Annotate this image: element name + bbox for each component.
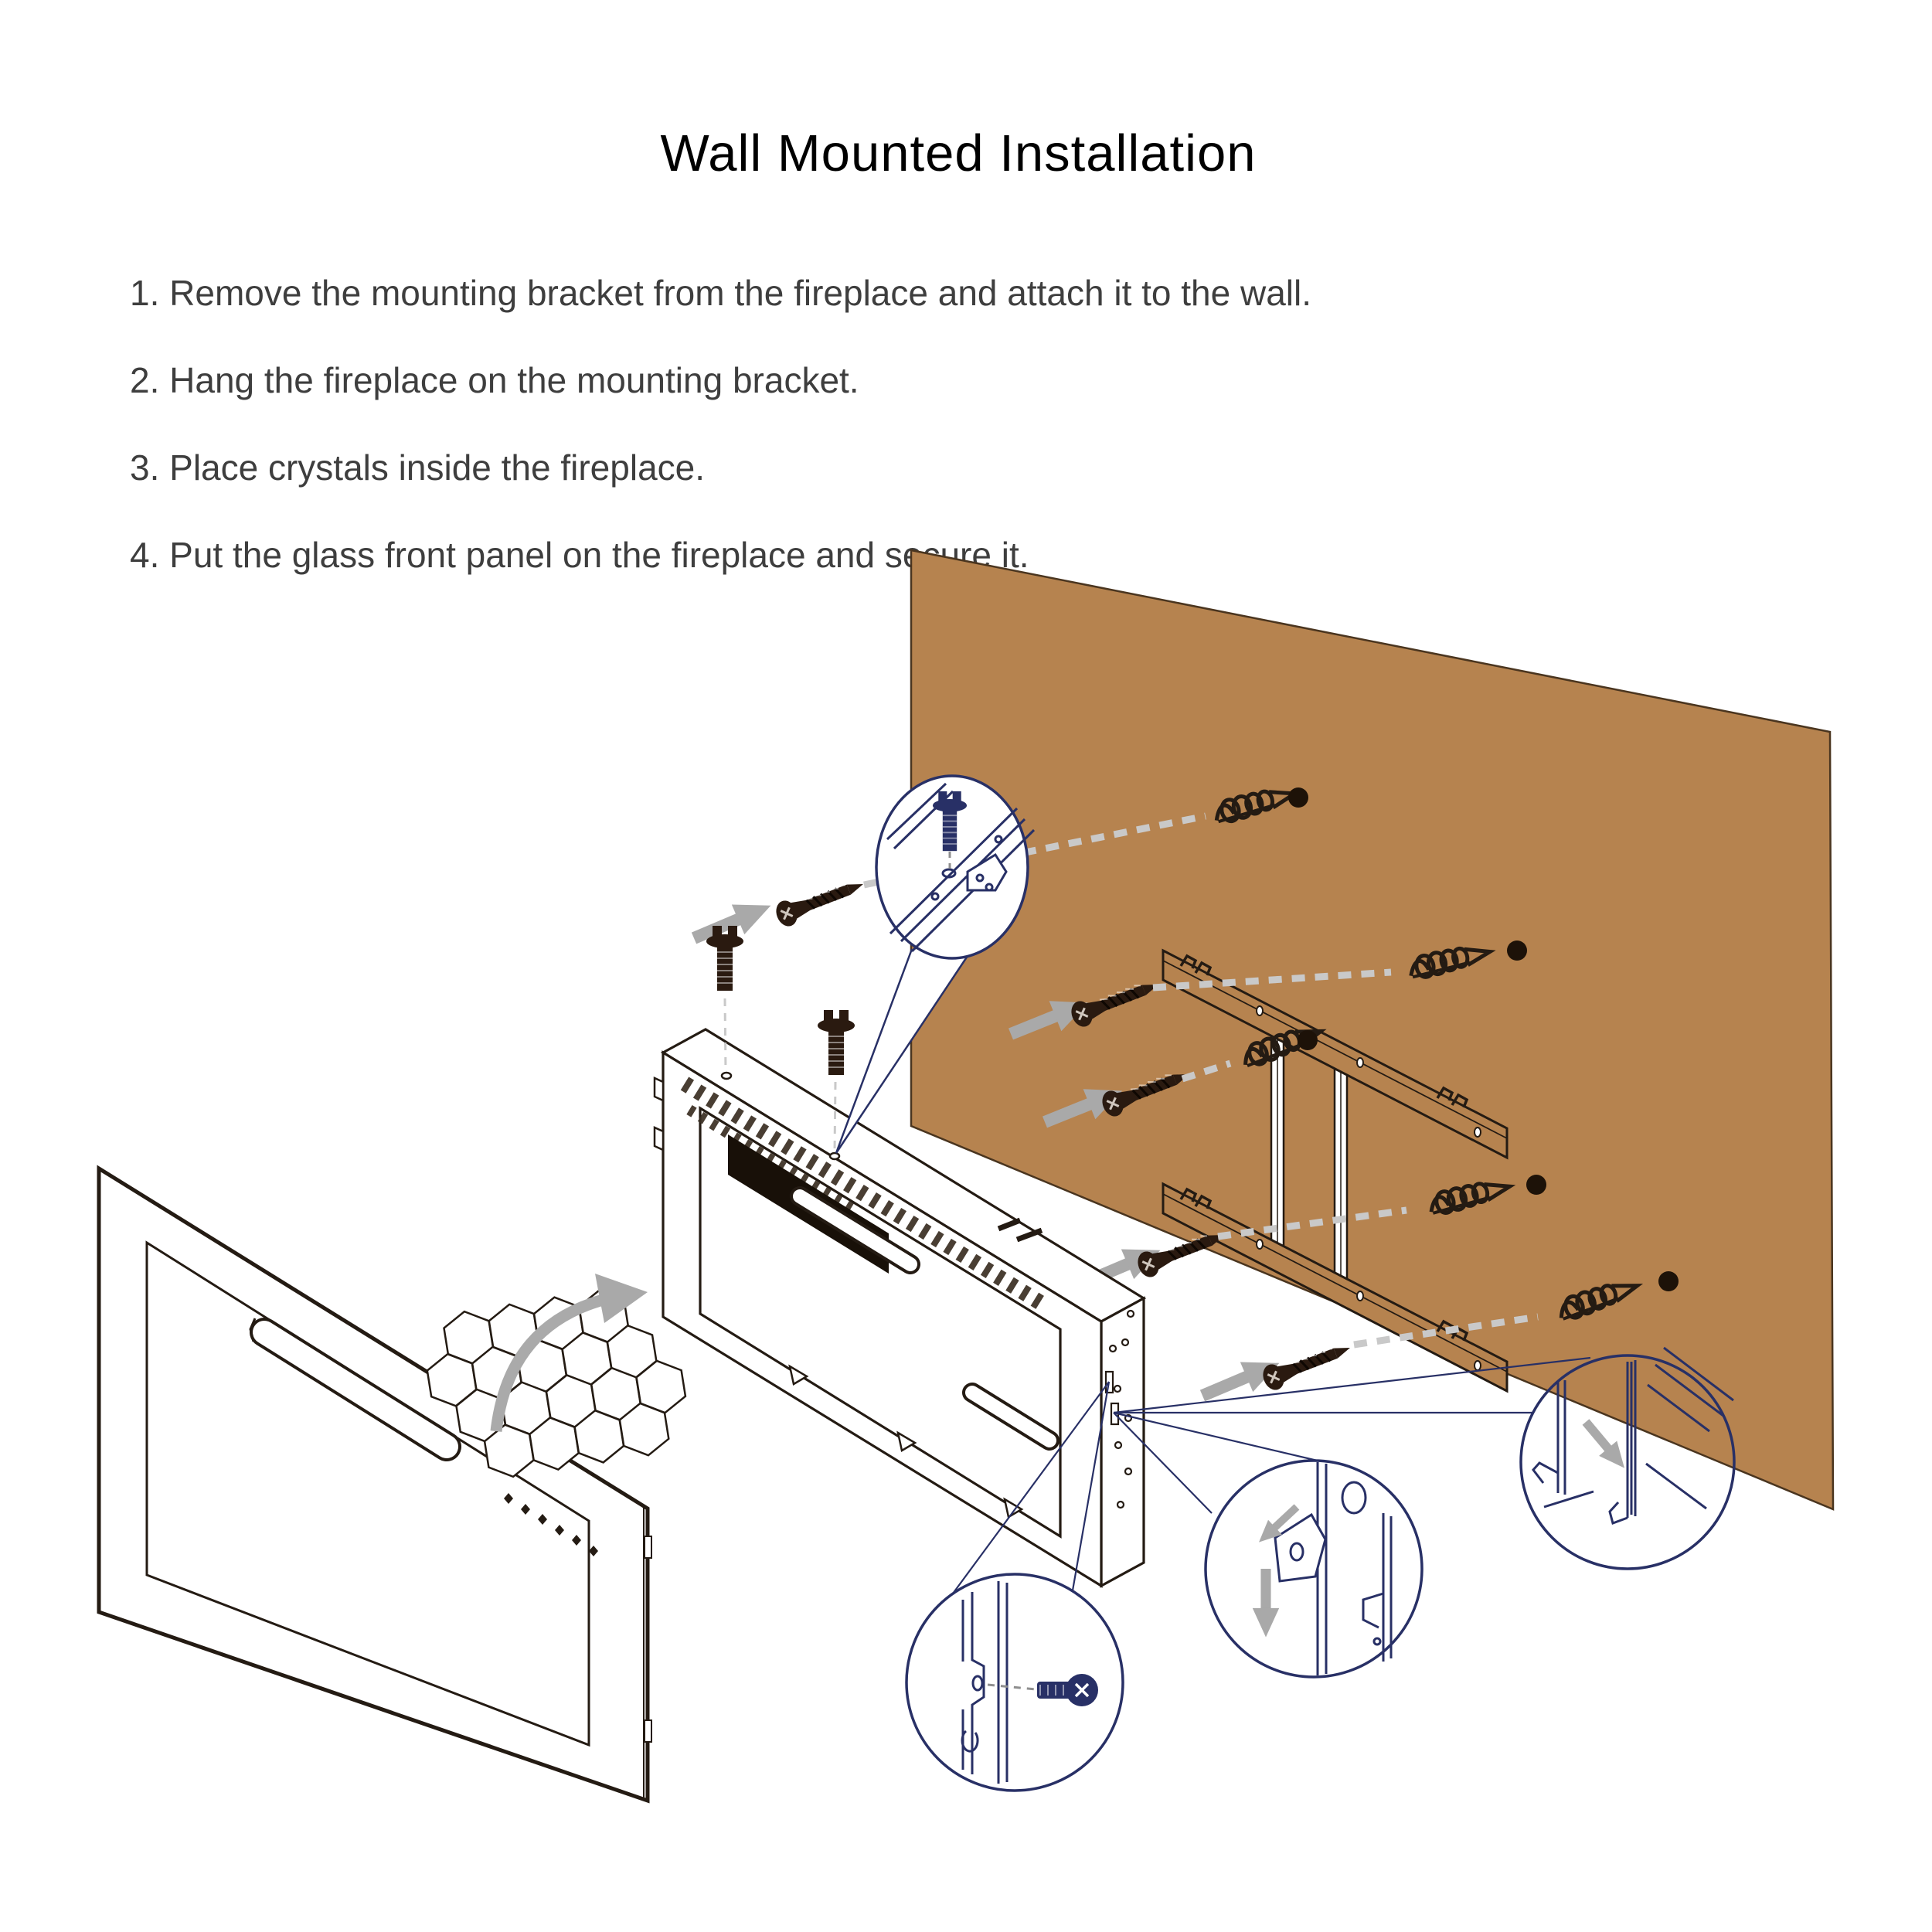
step-3: 3. Place crystals inside the fireplace. — [130, 447, 706, 488]
step-4: 4. Put the glass front panel on the fire… — [130, 535, 1029, 575]
wall-hole — [1658, 1271, 1679, 1291]
wall-panel — [910, 549, 1835, 1511]
page-title: Wall Mounted Installation — [660, 124, 1257, 182]
fixing-row-5 — [1196, 1271, 1679, 1411]
bracket-top-rail — [1162, 948, 1509, 1160]
fixing-row-3 — [1039, 1023, 1325, 1138]
interior-slot — [790, 1186, 1060, 1451]
wall-hole — [1507, 940, 1527, 961]
callout-screw-detail — [835, 774, 1036, 1154]
fixing-row-2 — [1005, 940, 1527, 1049]
wall-hole — [1288, 787, 1308, 808]
instruction-steps: 1. Remove the mounting bracket from the … — [130, 272, 1311, 621]
panel-handle — [249, 1318, 461, 1461]
step-2: 2. Hang the fireplace on the mounting br… — [130, 360, 859, 400]
fixing-row-4 — [1077, 1175, 1546, 1298]
step-1: 1. Remove the mounting bracket from the … — [130, 273, 1312, 313]
top-machine-screws — [706, 925, 855, 1152]
machine-screw-icon — [817, 1009, 855, 1076]
insert-crystals-arrow-icon — [490, 1274, 648, 1432]
glass-front-panel — [97, 1165, 652, 1804]
wall-hole — [1298, 1030, 1318, 1050]
bracket-post-right — [1333, 1051, 1349, 1286]
callout-hook-screw — [905, 1573, 1124, 1792]
control-buttons — [504, 1493, 598, 1556]
wood-screw-icon — [771, 870, 869, 931]
mounting-bracket — [1162, 948, 1509, 1393]
callout-machine-screw-icon — [1037, 1674, 1098, 1706]
callout-pointer-lines — [952, 1356, 1591, 1594]
wall-fixing-rows — [687, 785, 1679, 1411]
wall-hole — [1526, 1175, 1546, 1195]
callout-hang-detail — [1519, 1346, 1736, 1570]
callout-clip-detail — [1204, 1459, 1423, 1679]
